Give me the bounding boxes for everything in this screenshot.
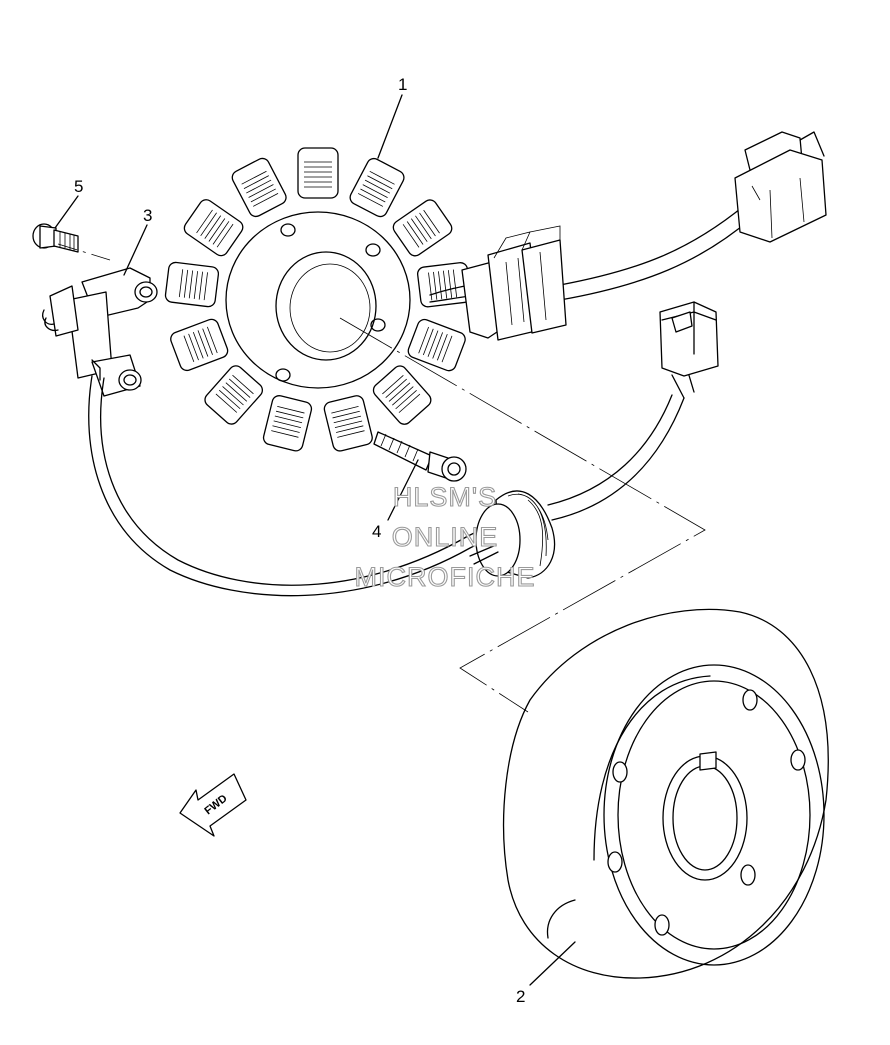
callout-1: 1 — [398, 75, 407, 94]
forward-direction-arrow: FWD — [179, 773, 247, 837]
watermark: HLSM'S ONLINE MICROFICHE — [354, 481, 536, 592]
callout-4: 4 — [372, 522, 381, 541]
callout-leaders — [54, 94, 576, 986]
pickup-lead-wire — [547, 371, 695, 521]
stator-coupler — [461, 225, 567, 341]
rotor-assembly — [502, 608, 829, 979]
watermark-line-3: MICROFICHE — [355, 562, 536, 592]
pickup-coil-screw — [32, 223, 79, 253]
watermark-line-2: ONLINE — [392, 522, 499, 552]
watermark-line-1: HLSM'S — [393, 482, 497, 512]
stator-terminal-connector — [734, 131, 827, 243]
pickup-coil — [42, 267, 158, 397]
pickup-coil-connector — [659, 301, 719, 377]
stator-bolt — [373, 431, 467, 482]
callout-3: 3 — [143, 206, 152, 225]
callout-2: 2 — [516, 987, 525, 1006]
wire-grommet — [469, 490, 556, 579]
assembly-lines — [57, 243, 706, 713]
callout-5: 5 — [74, 177, 83, 196]
stator-coil — [164, 147, 472, 454]
